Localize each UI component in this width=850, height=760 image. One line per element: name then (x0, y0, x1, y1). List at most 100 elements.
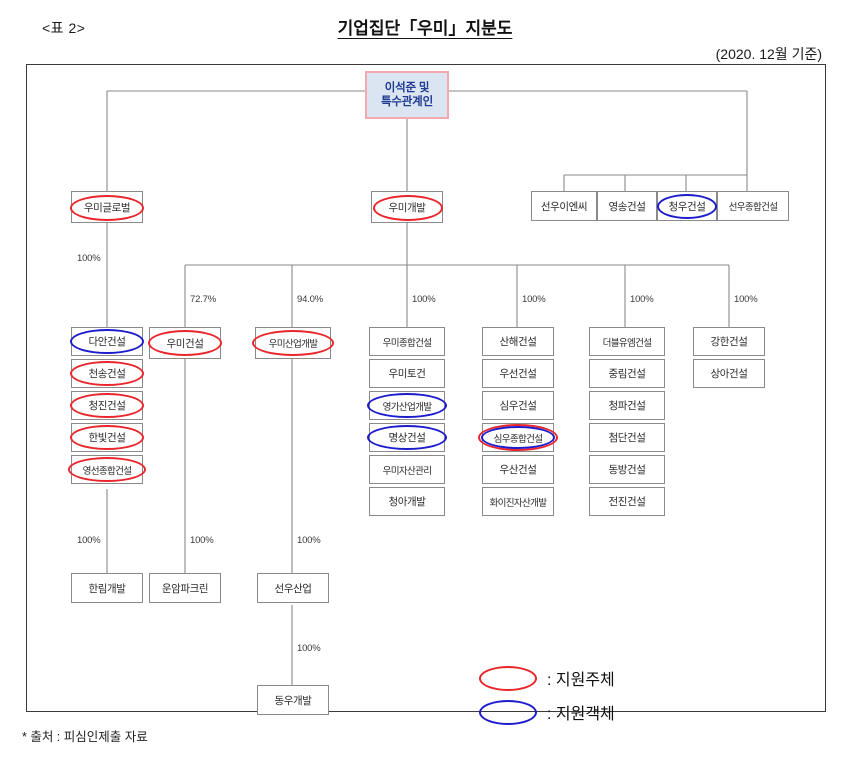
node-label: 천송건설 (88, 368, 126, 380)
node-cheonsong[interactable]: 천송건설 (71, 359, 143, 388)
node-yeongsong[interactable]: 영송건설 (597, 191, 657, 221)
legend-item-support-subject: : 지원주체 (479, 661, 615, 695)
node-umi-total[interactable]: 우미종합건설 (369, 327, 445, 356)
pct-umi-global-daan: 100% (77, 253, 101, 264)
node-label: 영송건설 (608, 200, 646, 213)
node-label: 동우개발 (274, 694, 312, 707)
node-label: 우미자산관리 (382, 465, 432, 477)
node-label: 심우건설 (499, 400, 537, 412)
node-umi-ind[interactable]: 우미산업개발 (255, 327, 331, 359)
node-label: 청우건설 (668, 200, 706, 213)
node-jeonjin[interactable]: 전진건설 (589, 487, 665, 516)
node-myeongsang[interactable]: 명상건설 (369, 423, 445, 452)
legend-item-support-object: : 지원객체 (479, 695, 615, 729)
node-usan[interactable]: 우산건설 (482, 455, 554, 484)
node-sunwoo-nc[interactable]: 선우이엔씨 (531, 191, 597, 221)
node-label: 영가산업개발 (382, 401, 432, 413)
node-label: 우미글로벌 (83, 201, 131, 214)
node-yeongseon[interactable]: 영선종합건설 (71, 455, 143, 484)
node-dongwoo[interactable]: 동우개발 (257, 685, 329, 715)
node-sunwoo-ind[interactable]: 선우산업 (257, 573, 329, 603)
node-wm-const[interactable]: 더블유엠건설 (589, 327, 665, 356)
node-label: 첨단건설 (608, 432, 646, 444)
pct-sunwoo-ind: 100% (297, 535, 321, 546)
as-of-date: (2020. 12월 기준) (715, 46, 822, 62)
node-umi-global[interactable]: 우미글로벌 (71, 191, 143, 223)
page-title: 기업집단「우미」지분도 (337, 19, 513, 38)
node-label: 명상건설 (388, 432, 426, 444)
node-label: 우미종합건설 (382, 337, 432, 349)
node-useon[interactable]: 우선건설 (482, 359, 554, 388)
node-label: 화이진자산개발 (489, 497, 548, 509)
node-label: 한림개발 (88, 582, 126, 595)
blue-ellipse-icon (479, 699, 537, 725)
node-hanlim[interactable]: 한림개발 (71, 573, 143, 603)
node-yeongga[interactable]: 영가산업개발 (369, 391, 445, 420)
node-umi-const[interactable]: 우미건설 (149, 327, 221, 359)
node-label: 우미토건 (388, 368, 426, 380)
node-label: 강한건설 (710, 336, 748, 348)
node-hanbit[interactable]: 한빛건설 (71, 423, 143, 452)
node-label: 선우산업 (274, 582, 312, 595)
pct-sanhae: 100% (522, 294, 546, 305)
node-umi-asset[interactable]: 우미자산관리 (369, 455, 445, 484)
node-ganghan[interactable]: 강한건설 (693, 327, 765, 356)
node-cheomdan[interactable]: 첨단건설 (589, 423, 665, 452)
red-ellipse-icon (479, 665, 537, 691)
node-label: 우선건설 (499, 368, 537, 380)
node-jungrim[interactable]: 중림건설 (589, 359, 665, 388)
node-label: 영선종합건설 (82, 465, 132, 477)
node-simwoo[interactable]: 심우건설 (482, 391, 554, 420)
source-note: * 출처 : 피심인제출 자료 (22, 730, 148, 744)
pct-wm-const: 100% (630, 294, 654, 305)
pct-hanlim: 100% (77, 535, 101, 546)
node-label: 청아개발 (388, 496, 426, 508)
pct-umi-total: 100% (412, 294, 436, 305)
legend-label: : 지원주체 (547, 672, 615, 689)
node-label: 상아건설 (710, 368, 748, 380)
node-label: 우미개발 (388, 201, 426, 214)
pct-unam-park: 100% (190, 535, 214, 546)
node-label: 다안건설 (88, 336, 126, 348)
node-umi-togeon[interactable]: 우미토건 (369, 359, 445, 388)
node-dongbang[interactable]: 동방건설 (589, 455, 665, 484)
node-sunwoo-total[interactable]: 선우종합건설 (717, 191, 789, 221)
node-cheonga[interactable]: 청아개발 (369, 487, 445, 516)
node-daan[interactable]: 다안건설 (71, 327, 143, 356)
node-label: 우미산업개발 (268, 339, 318, 350)
node-root[interactable]: 이석준 및 특수관계인 (365, 71, 449, 119)
node-label: 우미건설 (166, 337, 204, 350)
node-label: 동방건설 (608, 464, 646, 476)
node-umi-dev[interactable]: 우미개발 (371, 191, 443, 223)
connector-lines (106, 90, 748, 685)
node-label: 한빛건설 (88, 432, 126, 444)
node-cheongpa[interactable]: 청파건설 (589, 391, 665, 420)
pct-umi-ind: 94.0% (297, 294, 323, 305)
node-label: 선우이엔씨 (540, 200, 588, 213)
pct-dongwoo: 100% (297, 643, 321, 654)
node-label: 선우종합건설 (728, 202, 778, 213)
node-label: 더블유엠건설 (602, 337, 652, 349)
pct-ganghan: 100% (734, 294, 758, 305)
node-sanhae[interactable]: 산해건설 (482, 327, 554, 356)
node-simwoo-total[interactable]: 심우종합건설 (482, 423, 554, 452)
pct-umi-const: 72.7% (190, 294, 216, 305)
node-root-line1: 이석준 및 (384, 81, 430, 94)
node-cheongjin[interactable]: 청진건설 (71, 391, 143, 420)
node-label: 중림건설 (608, 368, 646, 380)
node-hwaijin[interactable]: 화이진자산개발 (482, 487, 554, 516)
node-sanga[interactable]: 상아건설 (693, 359, 765, 388)
node-label: 우산건설 (499, 464, 537, 476)
legend: : 지원주체 : 지원객체 (479, 661, 615, 729)
node-label: 전진건설 (608, 496, 646, 508)
node-label: 산해건설 (499, 336, 537, 348)
diagram-frame: 이석준 및 특수관계인 우미글로벌 우미개발 선우이엔씨 영송건설 청우건설 (26, 64, 826, 725)
node-label: 청파건설 (608, 400, 646, 412)
node-root-line2: 특수관계인 (381, 96, 433, 108)
node-unam-park[interactable]: 운암파크린 (149, 573, 221, 603)
node-label: 청진건설 (88, 400, 126, 412)
node-label: 운암파크린 (161, 582, 209, 595)
table-label: <표 2> (42, 20, 86, 36)
node-cheongwoo[interactable]: 청우건설 (657, 191, 717, 221)
